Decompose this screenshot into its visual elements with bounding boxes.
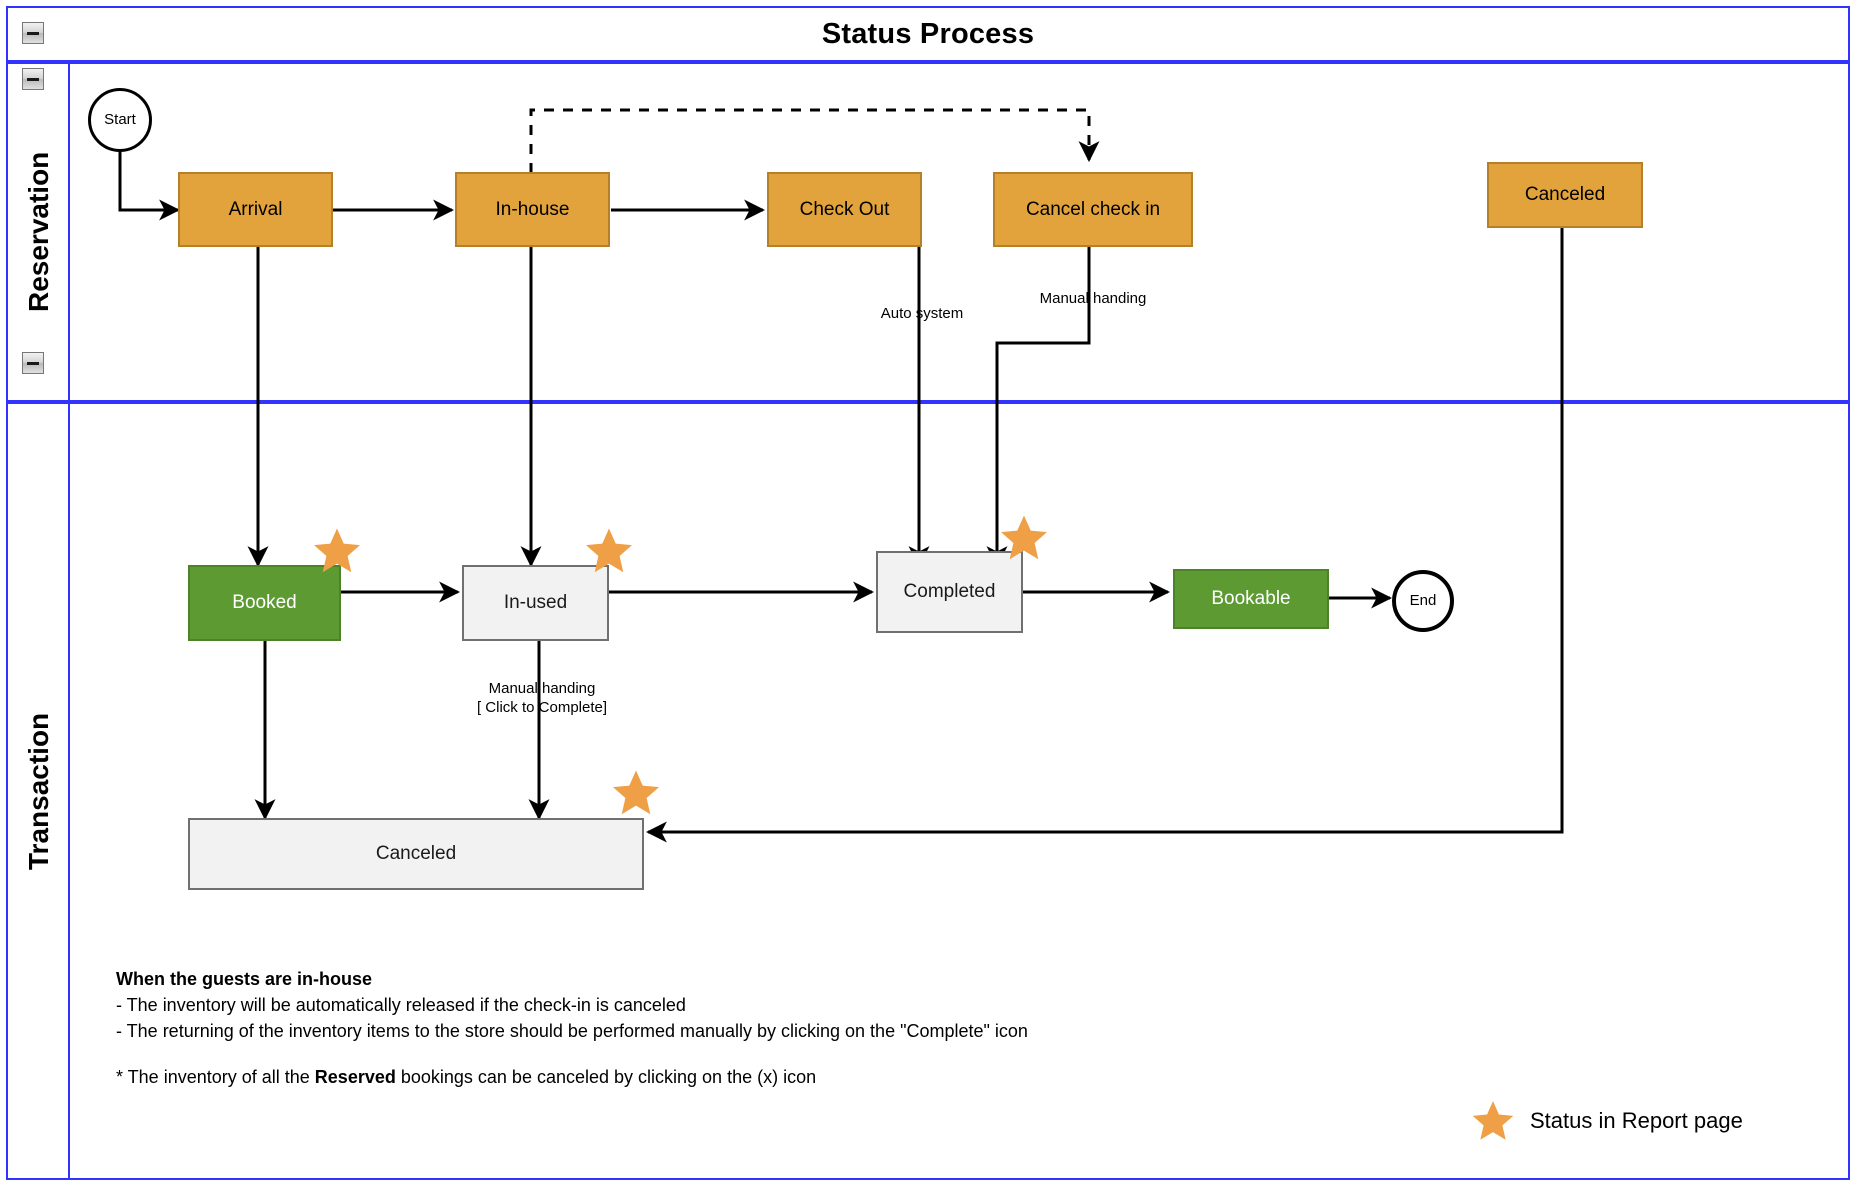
minus-icon xyxy=(27,31,39,35)
node-in-used[interactable]: In-used xyxy=(462,565,609,641)
notes-line-3-emphasis: Reserved xyxy=(314,1067,396,1088)
collapse-transaction-button[interactable] xyxy=(22,352,44,374)
star-icon xyxy=(1472,1101,1514,1140)
notes-line-3-prefix: * The inventory of all the xyxy=(116,1067,315,1088)
node-completed-label: Completed xyxy=(903,581,996,603)
node-completed[interactable]: Completed xyxy=(876,551,1023,633)
node-check-out[interactable]: Check Out xyxy=(767,172,922,247)
page-title: Status Process xyxy=(821,17,1035,50)
node-bookable[interactable]: Bookable xyxy=(1173,569,1329,629)
lane-reservation-header xyxy=(8,64,70,400)
node-start-label: Start xyxy=(104,111,136,129)
notes-block: When the guests are in-house - The inven… xyxy=(116,966,1216,1090)
minus-icon xyxy=(27,77,39,81)
node-transaction-canceled-label: Canceled xyxy=(375,843,457,865)
collapse-title-button[interactable] xyxy=(22,22,44,44)
node-end-label: End xyxy=(1409,592,1437,610)
node-bookable-label: Bookable xyxy=(1211,588,1291,610)
notes-line-1: - The inventory will be automatically re… xyxy=(116,995,686,1016)
node-in-house-label: In-house xyxy=(495,198,570,220)
node-in-used-label: In-used xyxy=(503,592,568,614)
node-booked-label: Booked xyxy=(232,592,297,614)
node-reservation-canceled-label: Canceled xyxy=(1524,184,1606,206)
node-arrival[interactable]: Arrival xyxy=(178,172,333,247)
notes-line-3: * The inventory of all the Reserved book… xyxy=(116,1064,1216,1090)
minus-icon xyxy=(27,361,39,365)
diagram-title-bar: Status Process xyxy=(6,6,1850,62)
legend-label: Status in Report page xyxy=(1530,1108,1743,1133)
notes-spacer xyxy=(116,1044,1216,1064)
node-end[interactable]: End xyxy=(1392,570,1454,632)
notes-heading: When the guests are in-house xyxy=(116,969,373,989)
notes-line-3-suffix: bookings can be canceled by clicking on … xyxy=(395,1067,817,1088)
node-reservation-canceled[interactable]: Canceled xyxy=(1487,162,1643,228)
collapse-reservation-button[interactable] xyxy=(22,68,44,90)
node-booked[interactable]: Booked xyxy=(188,565,341,641)
node-start[interactable]: Start xyxy=(88,88,152,152)
node-in-house[interactable]: In-house xyxy=(455,172,610,247)
node-arrival-label: Arrival xyxy=(228,198,283,220)
notes-line-2: - The returning of the inventory items t… xyxy=(116,1021,1028,1042)
node-check-out-label: Check Out xyxy=(799,198,890,220)
lane-transaction-header xyxy=(8,404,70,1178)
node-cancel-check-in-label: Cancel check in xyxy=(1025,198,1161,220)
node-cancel-check-in[interactable]: Cancel check in xyxy=(993,172,1193,247)
legend: Status in Report page xyxy=(1470,1098,1743,1144)
node-transaction-canceled[interactable]: Canceled xyxy=(188,818,644,890)
